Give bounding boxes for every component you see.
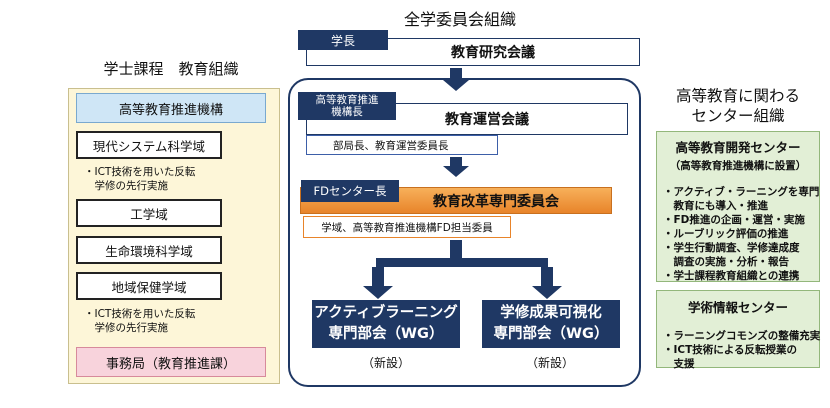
organization-head-tag: 高等教育推進 機構長 (298, 92, 396, 120)
unit-label-1: 現代システム科学域 (92, 138, 206, 154)
left-note-2: ・ICT技術を用いた反転 学修の先行実施 (84, 308, 196, 334)
active-learning-wg-line2: 専門部会（WG） (328, 326, 444, 342)
education-operation-members-label: 部局長、教育運営委員長 (333, 139, 449, 152)
academic-information-center-panel: 学術情報センター ・ラーニングコモンズの整備充実 ・ICT技術による反転授業の … (656, 290, 821, 371)
development-center-sub: （高等教育推進機構に設置） (669, 160, 807, 172)
education-operation-members: 部局長、教育運営委員長 (306, 135, 498, 155)
fd-center-head-tag: FDセンター長 (301, 180, 399, 202)
secretariat-label: 事務局（教育推進課） (105, 356, 236, 372)
learning-outcome-wg-box: 学修成果可視化 専門部会（WG） (482, 300, 620, 348)
arrow-right-branch (532, 267, 562, 299)
unit-label-3: 生命環境科学域 (105, 243, 193, 259)
information-center-name: 学術情報センター (687, 300, 788, 315)
arrow-down-1 (443, 68, 469, 91)
left-title: 学士課程 教育組織 (103, 60, 239, 78)
fd-committee-members: 学域、高等教育推進機構FD担当委員 (303, 216, 511, 238)
unit-box-3: 生命環境科学域 (76, 236, 222, 264)
information-center-bullet: 支援 (663, 358, 695, 370)
development-center-bullet: ・学士課程教育組織との連携 (663, 270, 800, 282)
unit-box-1: 現代システム科学域 (76, 131, 222, 159)
left-note-1: ・ICT技術を用いた反転 学修の先行実施 (84, 166, 196, 192)
unit-label-4: 地域保健学域 (111, 279, 187, 295)
development-center-bullet: ・ルーブリック評価の推進 (663, 228, 789, 240)
unit-label-2: 工学域 (130, 206, 168, 222)
development-center-bullet: ・学生行動調査、学修達成度 (663, 242, 800, 254)
arrow-stem (450, 240, 462, 262)
education-operation-council-label: 教育運営会議 (445, 112, 529, 128)
learning-outcome-wg-note: （新設） (525, 356, 574, 370)
development-center-bullet: ・アクティブ・ラーニングを専門 (663, 186, 820, 198)
unit-box-2: 工学域 (76, 199, 222, 227)
right-title: 高等教育に関わる センター組織 (675, 87, 800, 125)
fd-center-head-tag-label: FDセンター長 (313, 184, 387, 198)
learning-outcome-wg-line2: 専門部会（WG） (493, 326, 609, 342)
education-research-council-label: 教育研究会議 (451, 45, 535, 61)
president-tag-label: 学長 (330, 33, 355, 48)
secretariat-box: 事務局（教育推進課） (76, 347, 266, 377)
arrow-left-branch (363, 267, 393, 299)
fd-committee-members-label: 学域、高等教育推進機構FD担当委員 (321, 221, 493, 234)
development-center-bullet: 調査の実施・分析・報告 (663, 256, 789, 268)
center-title: 全学委員会組織 (403, 10, 516, 29)
higher-education-development-center-panel: 高等教育開発センター （高等教育推進機構に設置） ・アクティブ・ラーニングを専門… (656, 131, 820, 282)
development-center-bullet: ・FD推進の企画・運営・実施 (663, 214, 805, 226)
arrow-branch (376, 258, 548, 267)
organization-head-tag-label: 高等教育推進 機構長 (315, 94, 379, 118)
active-learning-wg-box: アクティブラーニング 専門部会（WG） (312, 300, 460, 348)
learning-outcome-wg-line1: 学修成果可視化 (500, 305, 602, 321)
higher-education-organization-label: 高等教育推進機構 (118, 102, 223, 118)
active-learning-wg-note: （新設） (361, 356, 410, 370)
active-learning-wg-line1: アクティブラーニング (314, 305, 458, 321)
development-center-name: 高等教育開発センター (675, 140, 801, 155)
information-center-bullet: ・ラーニングコモンズの整備充実 (663, 330, 821, 342)
education-reform-committee-label: 教育改革専門委員会 (433, 193, 559, 210)
unit-box-4: 地域保健学域 (76, 272, 222, 300)
information-center-bullet: ・ICT技術による反転授業の (663, 344, 797, 356)
president-tag: 学長 (298, 30, 388, 50)
development-center-bullets: ・アクティブ・ラーニングを専門 教育にも導入・推進 ・FD推進の企画・運営・実施… (663, 185, 819, 283)
development-center-bullet: 教育にも導入・推進 (663, 200, 768, 212)
arrow-down-2 (443, 157, 469, 177)
information-center-bullets: ・ラーニングコモンズの整備充実 ・ICT技術による反転授業の 支援 (663, 329, 821, 371)
higher-education-organization-box: 高等教育推進機構 (76, 93, 266, 123)
